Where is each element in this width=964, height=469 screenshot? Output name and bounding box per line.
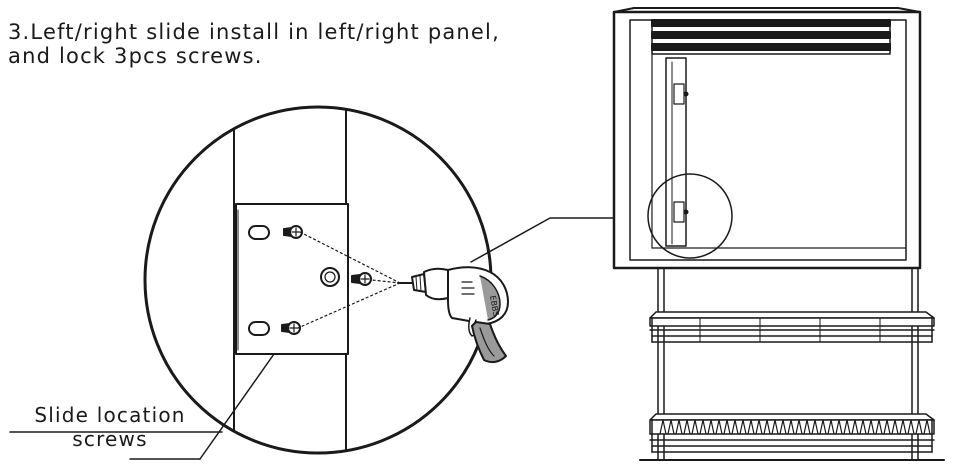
cabinet-illustration — [612, 7, 945, 461]
instruction-line-2: and lock 3pcs screws. — [8, 44, 263, 68]
slot-hole-bottom — [248, 321, 270, 336]
callout-leader-line — [199, 353, 275, 460]
screw-middle — [351, 272, 372, 286]
screw-guide-lines — [297, 231, 401, 329]
instruction-text: 3.Left/right slide install in left/right… — [8, 20, 500, 68]
cabinet-detail-circle — [647, 173, 733, 259]
screw-bottom — [281, 321, 301, 335]
callout-label: Slide location screws — [20, 403, 200, 451]
upper-basket — [649, 311, 935, 343]
dish-rack-prongs — [659, 419, 931, 435]
lower-dish-rack — [639, 413, 945, 461]
detail-magnifier — [143, 105, 493, 455]
screw-top — [283, 225, 303, 239]
instruction-line-1: 3.Left/right slide install in left/right… — [8, 20, 500, 44]
slot-hole-top — [248, 225, 270, 240]
center-hole — [320, 267, 340, 287]
callout-line-1: Slide location — [34, 403, 186, 427]
left-slide-rail — [665, 57, 687, 247]
callout-line-2: screws — [72, 427, 148, 451]
drill-icon: EBBS — [397, 266, 509, 364]
drill-label: EBBS — [488, 295, 501, 317]
